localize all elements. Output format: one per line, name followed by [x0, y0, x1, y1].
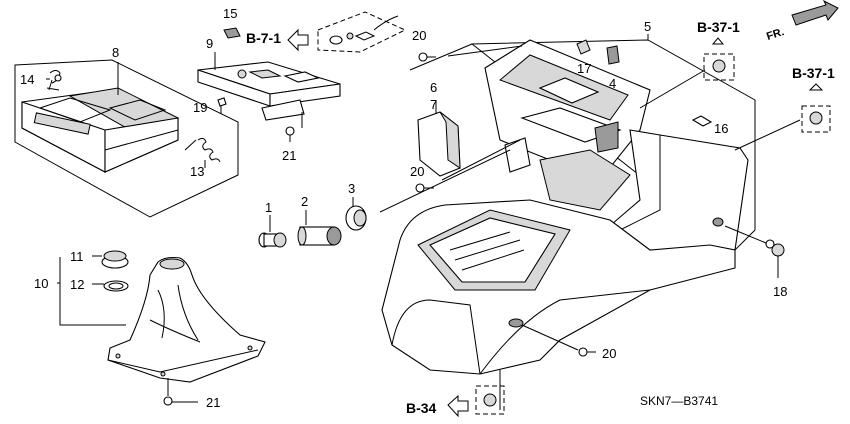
label-part-20c: 20: [602, 346, 616, 361]
label-part-18: 18: [773, 284, 787, 299]
boot-ring-12: [103, 280, 129, 292]
lighter-socket-2: [297, 210, 342, 246]
ref-b71: B-7-1: [246, 30, 281, 46]
clip-19: [217, 97, 227, 114]
clip-15: [223, 27, 241, 39]
leader-b371b: [734, 119, 801, 151]
ref-b371-b: B-37-1: [792, 65, 835, 81]
label-part-20b: 20: [410, 164, 424, 179]
label-part-7: 7: [430, 97, 437, 112]
part-labels: 8 14 13 15 9 19 21 20 6 7 20 5 17 4 16 1…: [20, 6, 787, 410]
clip-16: [691, 115, 713, 127]
ashtray: [21, 87, 180, 173]
ashtray-group: [14, 59, 239, 218]
front-direction-arrow: [791, 0, 839, 26]
spring-13: [184, 137, 221, 163]
label-part-15: 15: [223, 6, 237, 21]
clip-4: [606, 45, 620, 65]
label-part-21b: 21: [206, 395, 220, 410]
center-console: [379, 39, 801, 410]
leader-b371a: [639, 69, 706, 109]
label-part-19: 19: [193, 100, 207, 115]
label-part-5: 5: [644, 19, 651, 34]
screw-21a: [285, 126, 295, 142]
ref-b371-a: B-37-1: [697, 19, 740, 35]
front-direction-label: FR.: [765, 26, 786, 43]
label-part-8: 8: [112, 45, 119, 60]
ref-b371-b-box: [801, 83, 831, 133]
screw-20a: [418, 52, 436, 62]
label-part-4: 4: [609, 76, 616, 91]
spring-clip-14: [46, 70, 62, 91]
label-part-9: 9: [206, 36, 213, 51]
leader-20a: [447, 45, 523, 57]
leader-3: [379, 149, 511, 213]
diagram-code: SKN7—B3741: [640, 394, 718, 408]
label-part-21a: 21: [282, 148, 296, 163]
lighter-element-1: [258, 215, 287, 248]
console-lid-6-7: [417, 100, 461, 177]
label-part-13: 13: [190, 164, 204, 179]
label-part-6: 6: [430, 80, 437, 95]
leader-20c: [521, 324, 579, 351]
leader-20b: [441, 139, 521, 181]
ref-b34-box: [447, 385, 505, 418]
label-part-20a: 20: [412, 28, 426, 43]
label-part-11: 11: [70, 249, 84, 264]
lighter-ring-3: [345, 197, 367, 231]
label-part-14: 14: [20, 72, 34, 87]
screw-21b: [163, 378, 198, 406]
outline-line: [409, 43, 473, 71]
harness-connector-box: [317, 11, 407, 53]
leader-10: [59, 257, 126, 326]
label-part-16: 16: [714, 121, 728, 136]
label-part-2: 2: [301, 194, 308, 209]
shift-boot: [107, 256, 266, 383]
label-part-1: 1: [265, 200, 272, 215]
label-part-10: 10: [34, 276, 48, 291]
boot-bezel-11: [101, 250, 129, 269]
ref-b371-a-box: [703, 37, 735, 81]
label-part-17: 17: [577, 61, 591, 76]
ref-b34: B-34: [406, 400, 437, 416]
leader-18: [724, 225, 767, 244]
shift-boot-group: [57, 250, 266, 406]
bracket-group: [197, 52, 341, 128]
grommet-18: [765, 239, 785, 278]
ref-b71-arrow: [287, 28, 309, 52]
label-part-12: 12: [70, 277, 84, 292]
ashtray-outline-box: [14, 59, 239, 218]
section-references: B-7-1 B-37-1 B-37-1 B-34 FR. SKN7—B3741: [246, 19, 835, 416]
label-part-3: 3: [348, 181, 355, 196]
screw-20b: [415, 183, 434, 193]
screw-20c: [578, 347, 596, 357]
clip-17: [576, 39, 591, 55]
